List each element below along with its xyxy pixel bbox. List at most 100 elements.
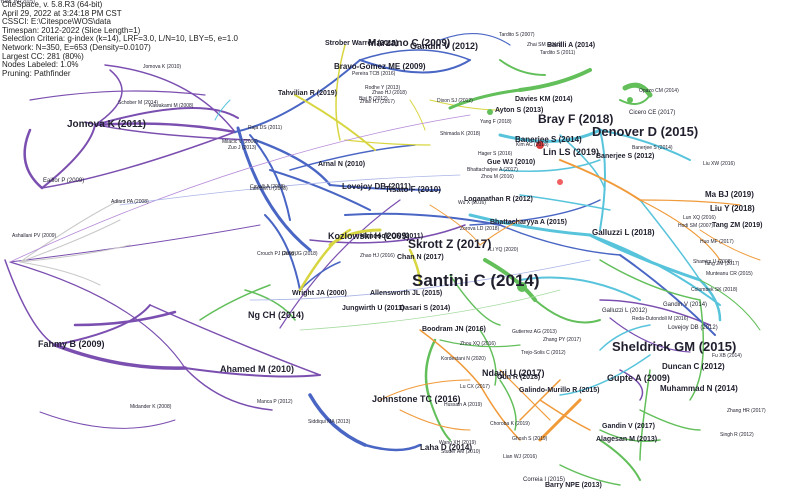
node-label[interactable]: Zhang PY (2017) <box>543 337 581 343</box>
node-label[interactable]: Hussain A (2019) <box>444 402 483 408</box>
node-label[interactable]: Loganathan R (2012) <box>464 196 533 203</box>
node-label[interactable]: Sheldrick GM (2015) <box>612 339 737 354</box>
node-label[interactable]: Deng JG (2018) <box>282 251 318 257</box>
node-label[interactable]: Barilli A (2014) <box>547 42 596 49</box>
node-label[interactable]: Zuo J (2013) <box>228 145 257 151</box>
node-label[interactable]: Zhou XQ (2016) <box>460 341 496 347</box>
node-label[interactable]: Tang ZM (2019) <box>712 222 763 229</box>
node-label[interactable]: Ng CH (2014) <box>248 310 305 320</box>
node-label[interactable]: Ma BJ (2019) <box>705 190 754 199</box>
node-label[interactable]: Bray F (2018) <box>538 112 614 126</box>
node-label[interactable]: Lovejoy DB (2012) <box>668 325 718 331</box>
node-label[interactable]: Fu XB (2014) <box>712 353 742 359</box>
node-label[interactable]: Bisj B (2012) <box>359 96 388 102</box>
node-label[interactable]: Oun R (2018) <box>497 374 541 381</box>
node-label[interactable]: Bhattacharjee A (2017) <box>467 167 518 173</box>
node-label[interactable]: Banerjee S (2014) <box>632 145 673 151</box>
node-label[interactable]: Adlard PA (2008) <box>111 199 149 205</box>
node-label[interactable]: Gandin V (2017) <box>602 423 655 430</box>
node-label[interactable]: Barry NPE (2013) <box>545 482 602 489</box>
node-label[interactable]: Ayton S (2013) <box>495 107 544 114</box>
node-label[interactable]: Trejo-Solis C (2012) <box>521 350 566 356</box>
node-label[interactable]: Lu CX (2017) <box>460 384 490 390</box>
node-label[interactable]: Jomova K (2011) <box>67 119 146 130</box>
node-label[interactable]: Shamim U (2008) <box>693 259 733 265</box>
node-label[interactable]: Ahamed M (2010) <box>220 364 295 374</box>
node-label[interactable]: Gandin V (2014) <box>663 302 708 308</box>
node-label[interactable]: Raja DS (2011) <box>248 125 283 131</box>
node-label[interactable]: Chan N (2017) <box>397 254 444 261</box>
node-label[interactable]: Marzano C (2009) <box>368 38 451 49</box>
node-label[interactable]: Hancock CN (2011) <box>360 233 424 240</box>
node-label[interactable]: Johnstone TC (2016) <box>372 394 461 404</box>
node-label[interactable]: Tahvilian R (2019) <box>278 90 338 97</box>
node-label[interactable]: Manca P (2012) <box>257 399 293 405</box>
node-label[interactable]: Zhou M (2016) <box>481 174 514 180</box>
node-label[interactable]: Skrott Z (2017) <box>408 237 492 251</box>
node-label[interactable]: Laha D (2014) <box>420 443 473 452</box>
node-label[interactable]: Lun XQ (2016) <box>683 215 716 221</box>
node-label[interactable]: Tang ZM (2017) <box>704 261 740 267</box>
node-label[interactable]: Munteanu CR (2015) <box>706 271 753 277</box>
node-label[interactable]: Li YQ (2020) <box>490 247 519 253</box>
node-label[interactable]: Schober M (2014) <box>118 100 159 106</box>
node-label[interactable]: Tardito S (2011) <box>540 50 576 56</box>
node-label[interactable]: Yang F (2018) <box>480 119 512 125</box>
node-label[interactable]: Milacic V (2006) <box>222 139 258 145</box>
node-label[interactable]: Shimada K (2018) <box>440 131 481 137</box>
node-label[interactable]: Correia I (2015) <box>523 477 566 483</box>
node-label[interactable]: Hodi SM (2007) <box>678 223 714 229</box>
node-label[interactable]: Jungwirth U (2011) <box>342 305 405 312</box>
node-label[interactable]: Tardito S (2007) <box>499 32 535 38</box>
node-label[interactable]: Galindo-Murillo R (2015) <box>519 387 600 394</box>
node-label[interactable]: Banerjee S (2012) <box>596 153 655 160</box>
node-label[interactable]: Cavalli A (2008) <box>250 184 286 190</box>
node-label[interactable]: Siddiqui MA (2013) <box>308 419 351 425</box>
node-label[interactable]: Galluzzi L (2012) <box>602 308 648 314</box>
node-label[interactable]: Wright JA (2000) <box>292 290 347 297</box>
node-label[interactable]: Singh R (2012) <box>720 432 754 438</box>
node-label[interactable]: Opazo CM (2014) <box>639 88 679 94</box>
node-label[interactable]: Boodram JN (2016) <box>422 326 486 333</box>
node-label[interactable]: Ghosh S (2019) <box>512 436 548 442</box>
node-label[interactable]: Cicero CE (2017) <box>629 110 676 116</box>
node-label[interactable]: Liu XW (2016) <box>703 161 735 167</box>
node-label[interactable]: Yuan JN (2015) <box>0 0 35 5</box>
node-label[interactable]: Denover D (2015) <box>592 124 699 139</box>
node-label[interactable]: Gupte A (2009) <box>607 373 670 383</box>
node-label[interactable]: Fahmy B (2009) <box>38 339 105 349</box>
node-label[interactable]: Gandin V (2012) <box>410 41 479 51</box>
node-label[interactable]: Zhang HR (2017) <box>727 408 766 414</box>
node-label[interactable]: Wu X (2016) <box>458 200 486 206</box>
node-label[interactable]: Zhai SM (2010) <box>527 42 562 48</box>
node-label[interactable]: Reda-Dutondoll M (2016) <box>632 316 689 322</box>
node-label[interactable]: Davies KM (2014) <box>515 96 573 103</box>
node-label[interactable]: Strober Warren (2015) <box>325 40 398 47</box>
node-label[interactable]: Colombek SK (2018) <box>691 287 738 293</box>
node-label[interactable]: Ashallani PV (2009) <box>12 233 57 239</box>
node-label[interactable]: Jomova K (2010) <box>143 64 182 70</box>
node-label[interactable]: Santini C (2014) <box>412 271 540 290</box>
node-label[interactable]: Alagesan M (2013) <box>596 436 658 443</box>
node-label[interactable]: Banerjee S (2014) <box>515 135 582 144</box>
node-label[interactable]: Huo MF (2017) <box>700 239 734 245</box>
node-label[interactable]: Allensworth JL (2015) <box>370 290 443 297</box>
node-label[interactable]: Kim AC (2018) <box>516 142 549 148</box>
node-label[interactable]: Liu Y (2018) <box>710 204 755 213</box>
node-label[interactable]: Arnal N (2010) <box>318 161 366 168</box>
node-label[interactable]: Hager S (2016) <box>478 151 513 157</box>
node-label[interactable]: Bravo-Gomez ME (2009) <box>334 62 426 71</box>
node-label[interactable]: Gutierrez AG (2013) <box>512 329 557 335</box>
node-label[interactable]: Zhao HJ (2017) <box>360 99 395 105</box>
node-label[interactable]: Choroba K (2019) <box>490 421 530 427</box>
node-label[interactable]: Lannfelt L (2008) <box>250 186 288 192</box>
node-label[interactable]: Lovejoy DB (2011) <box>342 182 411 191</box>
node-label[interactable]: Kordestani N (2020) <box>441 356 486 362</box>
node-label[interactable]: Lin LS (2019) <box>543 147 600 157</box>
node-label[interactable]: Zhao HJ (2018) <box>372 90 407 96</box>
node-label[interactable]: Muhammad N (2014) <box>660 384 738 393</box>
node-label[interactable]: Gue WJ (2010) <box>487 159 536 166</box>
node-label[interactable]: Crouch PJ (2009) <box>257 251 297 257</box>
node-label[interactable]: Lian WJ (2016) <box>503 454 537 460</box>
